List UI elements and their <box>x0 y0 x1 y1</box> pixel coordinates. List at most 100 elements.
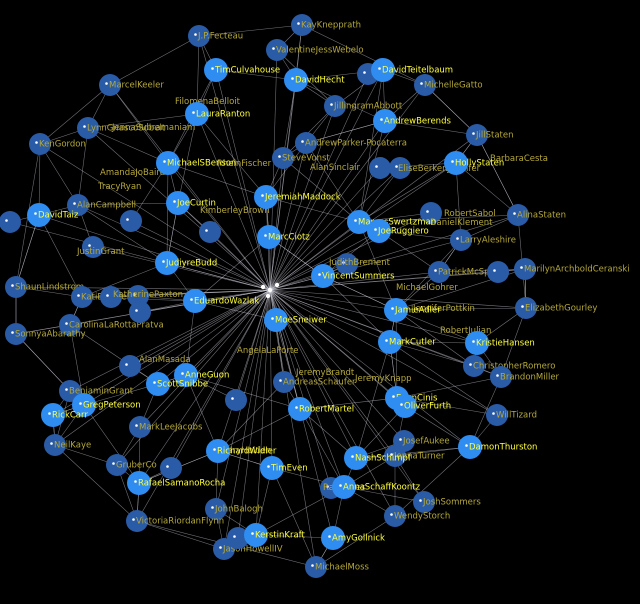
graph-node[interactable]: ValentineJessWebelo <box>266 39 364 61</box>
node-circle[interactable] <box>71 286 93 308</box>
graph-node[interactable] <box>129 301 151 323</box>
node-circle[interactable] <box>185 102 209 126</box>
graph-node[interactable]: PatrickMcSparrin <box>428 261 509 283</box>
node-circle[interactable] <box>465 331 489 355</box>
node-circle[interactable] <box>0 211 21 233</box>
graph-node[interactable]: JillingramAbbott <box>324 95 403 117</box>
node-circle[interactable] <box>183 289 207 313</box>
node-circle[interactable] <box>174 363 198 387</box>
node-circle[interactable] <box>507 204 529 226</box>
node-circle[interactable] <box>146 372 170 396</box>
graph-node[interactable] <box>199 221 221 243</box>
node-circle[interactable] <box>59 380 81 402</box>
node-circle[interactable] <box>490 366 512 388</box>
node-circle[interactable] <box>367 219 391 243</box>
graph-node[interactable]: RickCarr <box>41 403 88 427</box>
node-circle[interactable] <box>347 210 371 234</box>
node-circle[interactable] <box>155 251 179 275</box>
node-circle[interactable] <box>344 446 368 470</box>
node-circle[interactable] <box>100 286 122 308</box>
graph-node[interactable]: AmyGollnick <box>321 526 385 550</box>
node-circle[interactable] <box>72 393 96 417</box>
node-circle[interactable] <box>514 258 536 280</box>
graph-node[interactable]: JeremiahMaddock <box>254 185 341 209</box>
graph-node[interactable]: WillTizard <box>486 404 537 426</box>
graph-node[interactable]: KristieHansen <box>465 331 535 355</box>
node-circle[interactable] <box>156 151 180 175</box>
graph-node[interactable]: DamonThurston <box>458 435 537 459</box>
graph-node[interactable]: KayKnepprath <box>291 14 361 36</box>
node-circle[interactable] <box>288 397 312 421</box>
graph-node[interactable]: DavidTaiz <box>27 203 79 227</box>
node-circle[interactable] <box>486 404 508 426</box>
node-circle[interactable] <box>321 526 345 550</box>
graph-node[interactable]: HollyStaten <box>444 151 504 175</box>
node-circle[interactable] <box>324 95 346 117</box>
graph-node[interactable]: AndrewParker-Pocaterra <box>295 132 407 154</box>
node-circle[interactable] <box>77 117 99 139</box>
node-circle[interactable] <box>29 133 51 155</box>
graph-node[interactable] <box>82 236 104 258</box>
node-circle[interactable] <box>129 416 151 438</box>
graph-node[interactable]: GruberCo <box>106 454 157 476</box>
node-circle[interactable] <box>126 510 148 532</box>
node-circle[interactable] <box>463 355 485 377</box>
graph-node[interactable] <box>389 157 411 179</box>
graph-node[interactable]: JoeCurtin <box>166 191 216 215</box>
graph-node[interactable] <box>369 157 391 179</box>
node-circle[interactable] <box>305 556 327 578</box>
node-circle[interactable] <box>160 457 182 479</box>
graph-node[interactable]: SonnyaAbarathy <box>5 323 85 345</box>
graph-node[interactable]: EduardoWazlak <box>183 289 259 313</box>
graph-node[interactable]: NashSchimpf <box>344 446 412 470</box>
graph-node[interactable]: ScottSnibbe <box>146 372 208 396</box>
graph-node[interactable]: AlanCampbell <box>67 194 136 216</box>
node-circle[interactable] <box>369 157 391 179</box>
graph-node[interactable]: MarcelKeeler <box>99 74 164 96</box>
graph-node[interactable] <box>0 211 21 233</box>
node-circle[interactable] <box>393 394 417 418</box>
graph-node[interactable]: AnnaSchaffKoontz <box>332 475 421 499</box>
graph-node[interactable]: ChristopherRomero <box>463 355 555 377</box>
node-circle[interactable] <box>458 435 482 459</box>
node-circle[interactable] <box>272 147 294 169</box>
graph-node[interactable]: AndrewBerends <box>373 109 451 133</box>
graph-node[interactable]: SteveVonst <box>272 147 330 169</box>
node-circle[interactable] <box>257 225 281 249</box>
node-circle[interactable] <box>336 253 358 275</box>
graph-node[interactable]: LarryAleshire <box>450 229 516 251</box>
node-circle[interactable] <box>106 454 128 476</box>
node-circle[interactable] <box>120 210 142 232</box>
graph-node[interactable]: RafaelSamanoRocha <box>127 471 225 495</box>
graph-node[interactable] <box>160 457 182 479</box>
graph-node[interactable]: LynnGnascoSobelt <box>77 117 166 139</box>
node-circle[interactable] <box>41 403 65 427</box>
node-circle[interactable] <box>371 58 395 82</box>
node-circle[interactable] <box>311 264 335 288</box>
graph-node[interactable] <box>100 286 122 308</box>
graph-node[interactable] <box>227 527 249 549</box>
graph-node[interactable]: MarcusSwertzman <box>347 210 436 234</box>
node-circle[interactable] <box>414 74 436 96</box>
node-circle[interactable] <box>44 434 66 456</box>
node-circle[interactable] <box>59 314 81 336</box>
graph-node[interactable]: DavidHecht <box>284 68 345 92</box>
graph-node[interactable]: WendyStorch <box>384 505 450 527</box>
graph-node[interactable]: CarolinaLaRottaPratva <box>59 314 164 336</box>
node-circle[interactable] <box>206 439 230 463</box>
graph-node[interactable]: MichelleGatto <box>414 74 483 96</box>
graph-node[interactable] <box>127 285 149 307</box>
graph-node[interactable]: AndreasSchaufer <box>273 371 356 393</box>
node-circle[interactable] <box>244 523 268 547</box>
node-circle[interactable] <box>254 185 278 209</box>
node-circle[interactable] <box>260 456 284 480</box>
graph-node[interactable]: AlinaStaten <box>507 204 566 226</box>
node-circle[interactable] <box>373 109 397 133</box>
graph-node[interactable]: JillStaten <box>466 124 513 146</box>
graph-node[interactable] <box>119 355 141 377</box>
graph-node[interactable]: RichardWidler <box>206 439 277 463</box>
graph-node[interactable] <box>487 261 509 283</box>
graph-node[interactable] <box>336 253 358 275</box>
graph-node[interactable]: ShaunLindstrom <box>5 276 84 298</box>
node-circle[interactable] <box>284 68 308 92</box>
